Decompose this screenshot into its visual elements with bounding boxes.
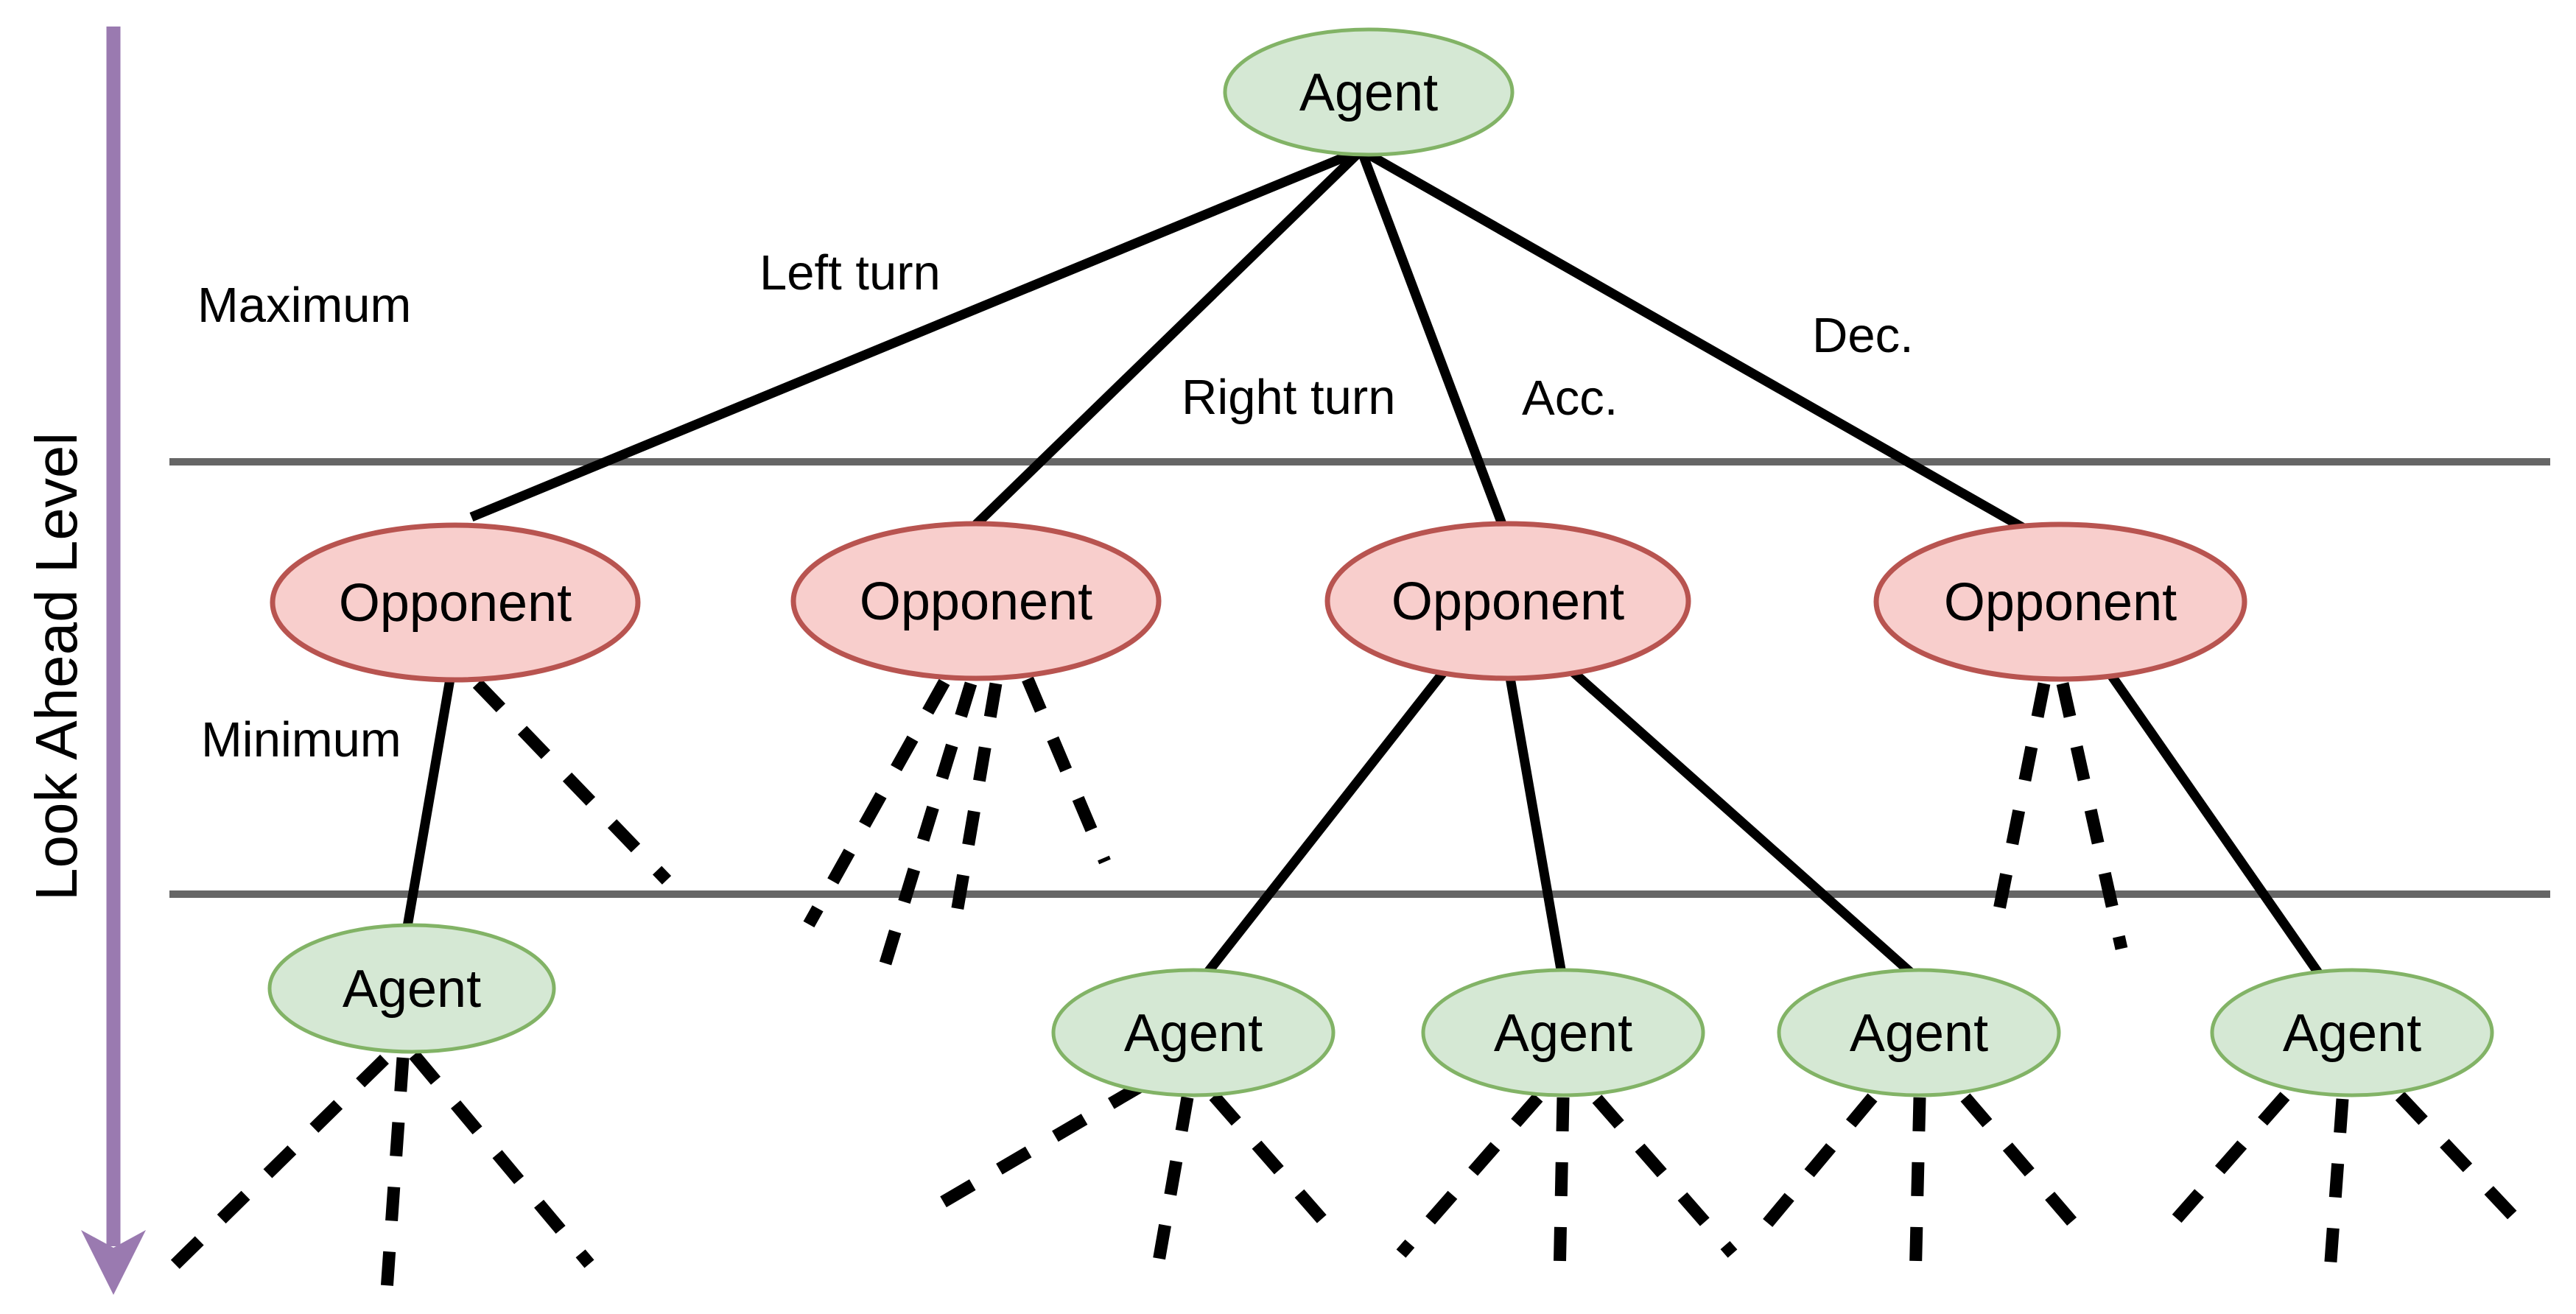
dashed-edge-opponent-1	[472, 679, 672, 885]
agent-ellipse	[1051, 968, 1336, 1097]
edge-label-dec: Dec.	[1812, 308, 1914, 363]
dashed-edge-opponent-2-c	[947, 682, 1003, 931]
minimum-label: Minimum	[201, 712, 401, 767]
edge-opponent-3-to-agent-3	[1505, 676, 1567, 975]
dashed-edge-agent-1-left	[152, 1054, 389, 1288]
dashed-edge-agent-3-right	[1592, 1095, 1738, 1258]
dashed-edge-agent-2-mid	[1151, 1096, 1194, 1267]
opponent-node-2: Opponent	[790, 521, 1162, 681]
opponent-label: Opponent	[1944, 573, 2177, 632]
agent-ellipse	[1223, 27, 1515, 157]
dashed-edge-opponent-2-d	[1022, 676, 1111, 865]
edge-label-acc: Acc.	[1522, 370, 1618, 426]
agent-node-3: Agent	[1421, 968, 1705, 1097]
edge-opponent-3-to-agent-2	[1202, 668, 1448, 977]
agent-ellipse	[1777, 968, 2061, 1097]
opponent-node-1: Opponent	[270, 522, 641, 683]
dashed-edge-agent-5-mid	[2323, 1098, 2349, 1282]
edge-opponent-1-to-agent-1	[402, 673, 456, 928]
edge-label-left-turn: Left turn	[759, 245, 941, 301]
dashed-edge-agent-4-left	[1755, 1093, 1878, 1236]
dashed-edge-agent-1-mid	[380, 1057, 410, 1291]
dashed-edge-opponent-2-a	[803, 678, 950, 928]
dashed-edge-agent-4-mid	[1909, 1097, 1926, 1284]
opponent-node-4: Opponent	[1873, 521, 2247, 682]
agent-label: Agent	[343, 960, 481, 1019]
agent-label: Agent	[1124, 1004, 1263, 1063]
agent-ellipse	[1421, 968, 1705, 1097]
edge-root-to-opponent-1	[469, 145, 1364, 522]
dashed-edge-agent-2-left	[914, 1081, 1144, 1223]
dashed-edge-agent-5-left	[2169, 1092, 2290, 1226]
dashed-edge-opponent-4-a	[1991, 682, 2051, 918]
edge-label-right-turn: Right turn	[1182, 370, 1395, 425]
edge-opponent-4-to-agent-5	[2102, 666, 2323, 977]
agent-label: Agent	[1850, 1004, 1988, 1063]
agent-label: Agent	[1494, 1004, 1632, 1063]
agent-label: Agent	[2283, 1004, 2421, 1063]
opponent-label: Opponent	[860, 572, 1092, 631]
root-agent-label: Agent	[1299, 63, 1438, 122]
look-ahead-arrow-head-icon	[81, 1230, 146, 1295]
dashed-edge-agent-3-left	[1396, 1093, 1543, 1258]
dashed-edge-agent-1-right	[409, 1050, 594, 1268]
agent-ellipse	[267, 923, 556, 1054]
opponent-ellipse	[1873, 521, 2247, 682]
root-agent-node: Agent	[1223, 27, 1515, 157]
edge-opponent-3-to-agent-4	[1569, 668, 1917, 979]
maximum-label: Maximum	[197, 278, 411, 333]
opponent-node-3: Opponent	[1324, 521, 1691, 681]
dashed-edge-opponent-4-b	[2056, 682, 2128, 950]
dashed-edge-agent-5-right	[2395, 1092, 2526, 1229]
dashed-edge-opponent-2-b	[879, 681, 978, 966]
agent-node-2: Agent	[1051, 968, 1336, 1097]
look-ahead-level-label: Look Ahead Level	[24, 432, 89, 901]
edge-root-to-opponent-3	[1356, 148, 1508, 528]
opponent-label: Opponent	[339, 574, 572, 633]
dashed-edge-agent-4-right	[1960, 1093, 2096, 1248]
dashed-edge-agent-3-mid	[1553, 1097, 1570, 1281]
dashed-edge-agent-2-right	[1209, 1092, 1344, 1243]
edge-root-to-opponent-4	[1358, 146, 2033, 536]
opponent-label: Opponent	[1391, 572, 1624, 631]
opponent-ellipse	[790, 521, 1162, 681]
edge-root-to-opponent-2	[972, 147, 1365, 528]
agent-ellipse	[2210, 968, 2494, 1097]
agent-node-4: Agent	[1777, 968, 2061, 1097]
agent-node-1: Agent	[267, 923, 556, 1054]
opponent-ellipse	[270, 522, 641, 683]
agent-node-5: Agent	[2210, 968, 2494, 1097]
opponent-ellipse	[1324, 521, 1691, 681]
